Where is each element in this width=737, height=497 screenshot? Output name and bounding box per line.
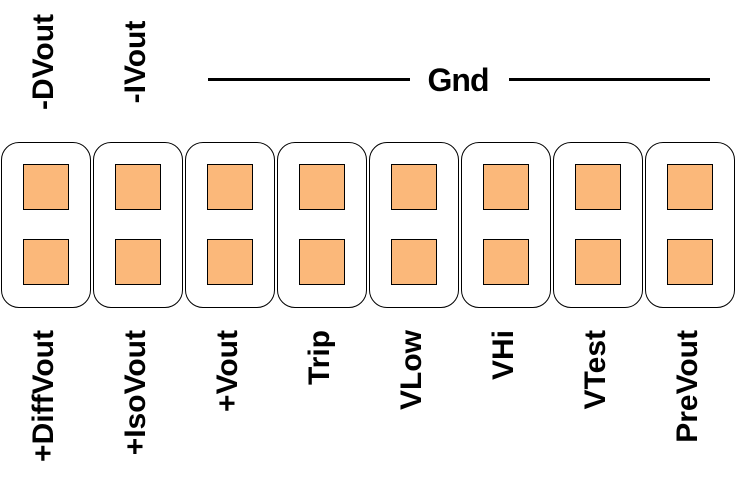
pin-label-vtest: VTest [579, 330, 612, 410]
pin-label-trip: Trip [303, 330, 336, 386]
pad-top [391, 164, 437, 210]
pin-label-isovout: +IsoVout [119, 330, 152, 456]
pad-bottom [667, 239, 713, 285]
pad-top [23, 164, 69, 210]
pad-top [483, 164, 529, 210]
pin-cell-trip [277, 142, 367, 308]
pad-top [207, 164, 253, 210]
pin-cell-vtest [553, 142, 643, 308]
pad-bottom [23, 239, 69, 285]
pad-top [575, 164, 621, 210]
gnd-label: Gnd [427, 62, 490, 98]
label-ivout: -IVout [119, 20, 152, 104]
pad-bottom [299, 239, 345, 285]
pad-bottom [391, 239, 437, 285]
pin-cell-vhi [461, 142, 551, 308]
pin-cell-vlow [369, 142, 459, 308]
gnd-line-right [509, 78, 710, 81]
pad-bottom [207, 239, 253, 285]
pad-top [299, 164, 345, 210]
pad-bottom [575, 239, 621, 285]
pad-top [667, 164, 713, 210]
pad-top [115, 164, 161, 210]
gnd-line-left [208, 78, 410, 81]
pad-bottom [115, 239, 161, 285]
pin-cell-vout [185, 142, 275, 308]
pin-label-diffvout: +DiffVout [27, 330, 60, 462]
label-dvout: -DVout [27, 13, 60, 111]
pad-bottom [483, 239, 529, 285]
pin-label-prevout: PreVout [671, 330, 704, 443]
pin-cell-isovout [93, 142, 183, 308]
pin-label-vout: +Vout [211, 330, 244, 412]
pin-label-vlow: VLow [395, 330, 428, 410]
pin-label-vhi: VHi [487, 330, 520, 381]
pin-cell-diffvout [1, 142, 91, 308]
pin-cell-prevout [645, 142, 735, 308]
